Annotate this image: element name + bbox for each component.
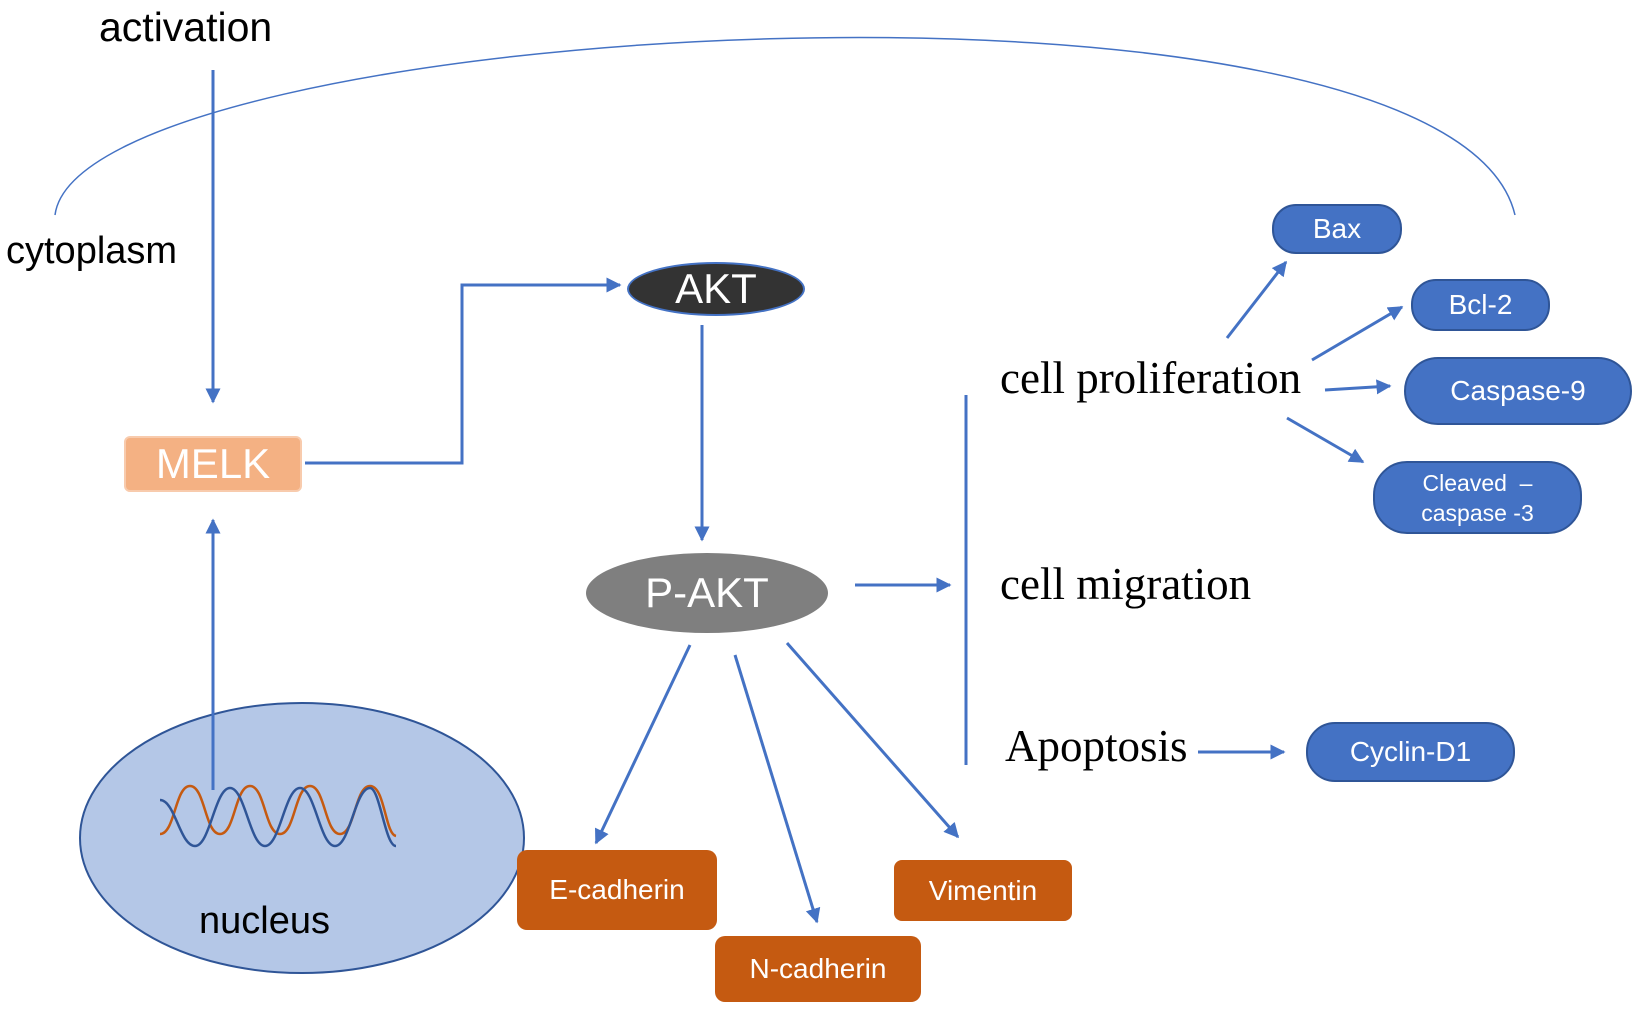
arrow-melk-to-akt xyxy=(305,277,622,465)
vimentin-box: Vimentin xyxy=(894,860,1072,921)
arrow-proliferation-to-cleaved-caspase3 xyxy=(1286,416,1365,464)
caspase9-box: Caspase-9 xyxy=(1404,357,1632,425)
arrow-pakt-to-ncadherin xyxy=(733,654,821,924)
activation-label: activation xyxy=(99,4,273,50)
arrow-proliferation-to-bax xyxy=(1225,260,1288,339)
p-akt-node: P-AKT xyxy=(586,553,828,633)
cleaved-caspase3-line2: caspase -3 xyxy=(1421,499,1534,526)
bax-box: Bax xyxy=(1272,204,1402,254)
apoptosis-label: Apoptosis xyxy=(1005,721,1188,771)
cytoplasm-label: cytoplasm xyxy=(6,230,178,272)
dna-strand-blue xyxy=(159,786,397,848)
e-cadherin-box: E-cadherin xyxy=(517,850,717,930)
melk-node: MELK xyxy=(124,436,302,492)
akt-node: AKT xyxy=(627,262,805,316)
cell-migration-label: cell migration xyxy=(1000,559,1252,609)
bcl2-box: Bcl-2 xyxy=(1411,279,1550,331)
cyclin-d1-box: Cyclin-D1 xyxy=(1306,722,1515,782)
cleaved-caspase3-line1: Cleaved – xyxy=(1422,469,1533,496)
arrow-pakt-to-vimentin xyxy=(785,642,960,839)
nucleus-shape xyxy=(79,702,525,974)
arrow-proliferation-to-caspase9 xyxy=(1324,379,1392,395)
nucleus-label: nucleus xyxy=(199,900,330,942)
arrow-proliferation-to-bcl2 xyxy=(1311,305,1404,362)
cell-proliferation-label: cell proliferation xyxy=(1000,353,1302,403)
cell-membrane-arc xyxy=(54,36,1516,216)
n-cadherin-box: N-cadherin xyxy=(715,936,921,1002)
arrow-pakt-to-ecadherin xyxy=(594,644,692,845)
cleaved-caspase3-box: Cleaved – caspase -3 xyxy=(1373,461,1582,534)
